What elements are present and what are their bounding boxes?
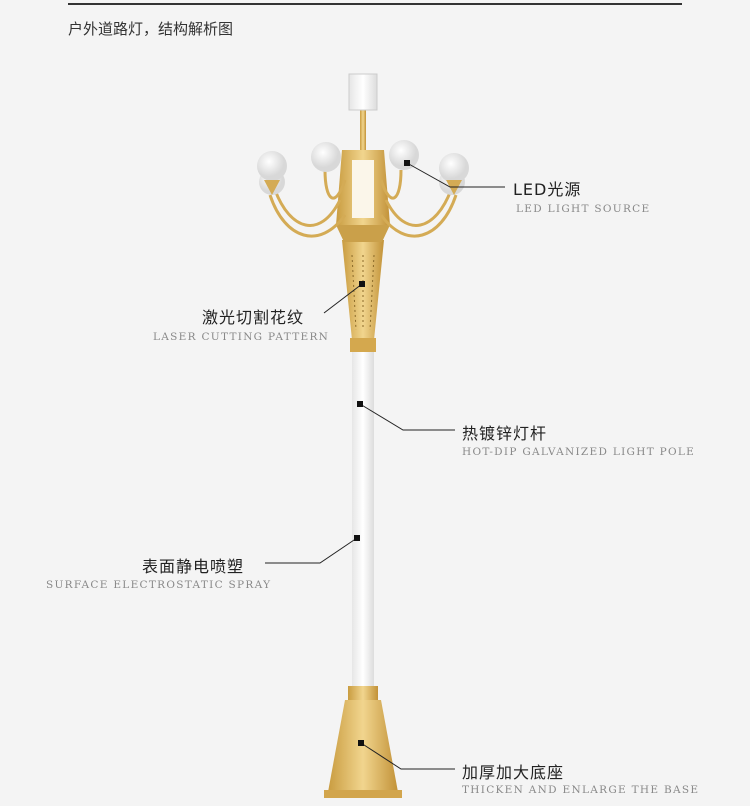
arms xyxy=(268,169,458,238)
callout-base-cn: 加厚加大底座 xyxy=(462,763,565,782)
pole xyxy=(352,350,374,690)
callout-pole-en: HOT-DIP GALVANIZED LIGHT POLE xyxy=(462,446,696,458)
callout-pole-cn: 热镀锌灯杆 xyxy=(462,424,548,443)
callout-spray-en: SURFACE ELECTROSTATIC SPRAY xyxy=(46,579,272,591)
globes xyxy=(257,140,469,195)
callout-led-en: LED LIGHT SOURCE xyxy=(516,203,651,215)
callout-laser-en: LASER CUTTING PATTERN xyxy=(153,331,330,343)
leader-dots xyxy=(354,160,410,746)
callout-base-en: THICKEN AND ENLARGE THE BASE xyxy=(462,784,700,796)
leader-lines xyxy=(265,162,505,770)
callout-laser-cn: 激光切割花纹 xyxy=(202,308,305,327)
callout-spray-cn: 表面静电喷塑 xyxy=(142,557,245,576)
top-divider xyxy=(68,3,682,5)
page-title: 户外道路灯，结构解析图 xyxy=(68,20,234,38)
callout-led-cn: LED光源 xyxy=(513,180,582,199)
lantern xyxy=(336,73,390,242)
laser-cut-column xyxy=(342,240,384,352)
